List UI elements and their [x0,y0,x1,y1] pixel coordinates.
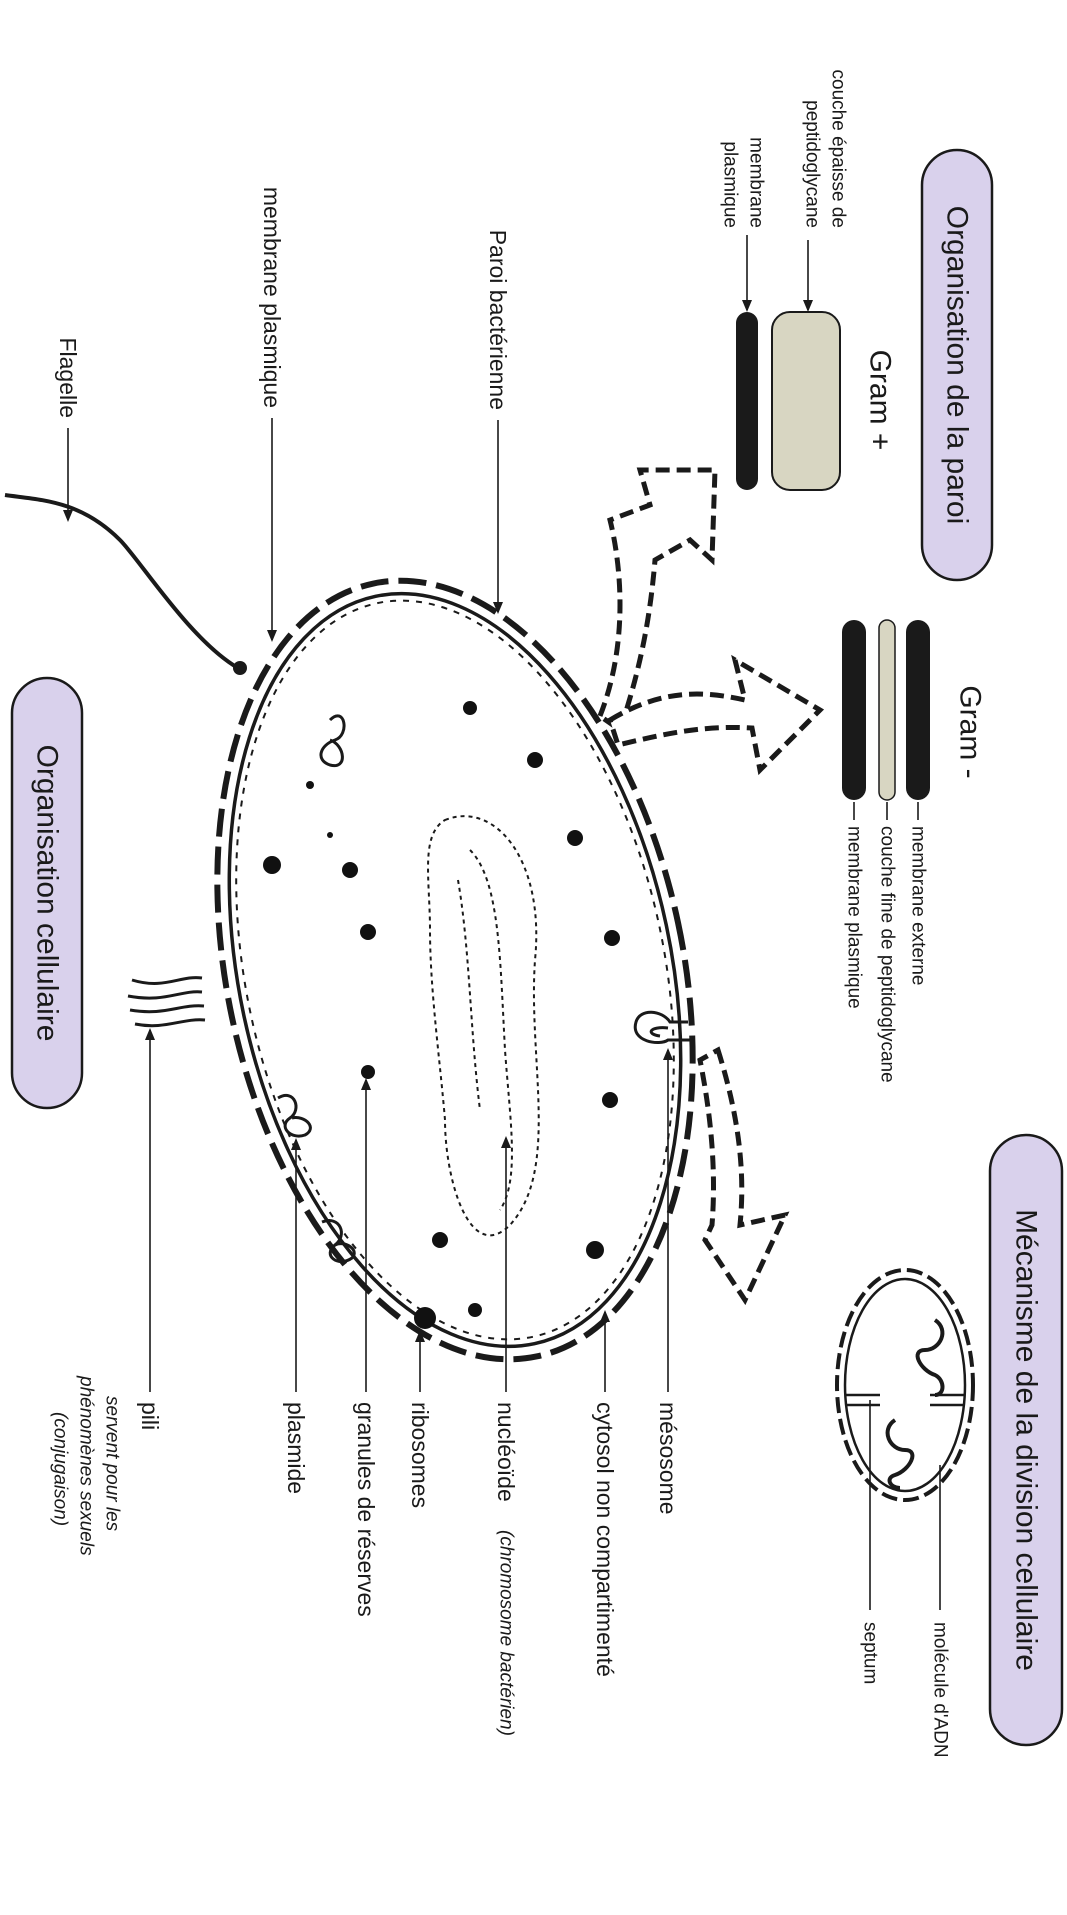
top-labels: Flagelle membrane plasmique Paroi bactér… [55,187,511,642]
heading-division-text: Mécanisme de la division cellulaire [1010,1209,1043,1671]
arrow-to-gram-positive [600,470,715,730]
division-label-septum: septum [860,1622,881,1684]
dna-molecule-2 [888,1420,913,1488]
label-pili-note-3: (conjugaison) [50,1412,71,1526]
heading-cellulaire: Organisation cellulaire [12,678,82,1108]
label-pili-note-1: servent pour les [102,1396,123,1532]
gram-negative-plasma-membrane [842,620,866,800]
label-cytosol: cytosol non compartimenté [592,1402,618,1677]
gram-negative-wall: Gram - membrane externe couche fine de p… [842,620,987,1083]
outer-membrane [906,620,930,800]
gram-positive-label-4: plasmique [720,141,741,228]
dashed-arrows [600,470,820,1300]
label-pili: pili [137,1402,163,1430]
label-nucleoide-note: (chromosome bactérien) [496,1530,517,1736]
heading-paroi: Organisation de la paroi [922,150,992,580]
label-ribosomes: ribosomes [407,1402,433,1508]
thin-peptidoglycan-layer [879,620,895,800]
label-mesosome: mésosome [655,1402,681,1514]
label-nucleoide: nucléoïde [493,1402,519,1502]
gram-positive-title: Gram + [864,350,897,451]
bottom-labels: mésosome cytosol non compartimenté nuclé… [50,1028,682,1736]
gram-positive-label-1: couche épaisse de [828,70,849,228]
division-cell: molécule d'ADN septum [837,1270,973,1758]
label-paroi-bacterienne: Paroi bactérienne [485,230,511,410]
label-plasmide: plasmide [283,1402,309,1494]
label-pili-note-2: phénomènes sexuels [76,1375,97,1556]
label-flagelle: Flagelle [55,337,81,418]
bacterial-cell [5,495,760,1404]
gram-negative-label-thin: couche fine de peptidoglycane [877,826,898,1083]
gram-negative-label-outer: membrane externe [908,826,929,985]
gram-negative-title: Gram - [954,685,987,778]
nucleoid [428,816,539,1235]
gram-positive-label-2: peptidoglycane [802,100,823,228]
gram-positive-wall: Gram + couche épaisse de peptidoglycane … [720,70,897,490]
label-granules: granules de réserves [353,1402,379,1617]
label-membrane-plasmique: membrane plasmique [259,187,285,408]
ribosomes-and-granules [263,701,620,1329]
division-label-dna: molécule d'ADN [930,1622,951,1758]
pili [128,978,205,1026]
flagellum [5,495,238,668]
septum [845,1395,965,1405]
plasmid-1 [321,716,344,766]
cell-membrane [164,551,745,1388]
gram-negative-label-plasma: membrane plasmique [844,826,865,1009]
gram-positive-plasma-membrane [736,312,758,490]
gram-positive-label-3: membrane [746,137,767,228]
dna-molecule-1 [918,1320,943,1395]
heading-cellulaire-text: Organisation cellulaire [31,745,64,1042]
heading-paroi-text: Organisation de la paroi [941,206,974,525]
heading-division: Mécanisme de la division cellulaire [990,1135,1062,1745]
plasmid-2 [278,1095,310,1136]
arrow-to-gram-negative [610,660,820,770]
arrow-to-division [700,1050,785,1300]
thick-peptidoglycan-layer [772,312,840,490]
